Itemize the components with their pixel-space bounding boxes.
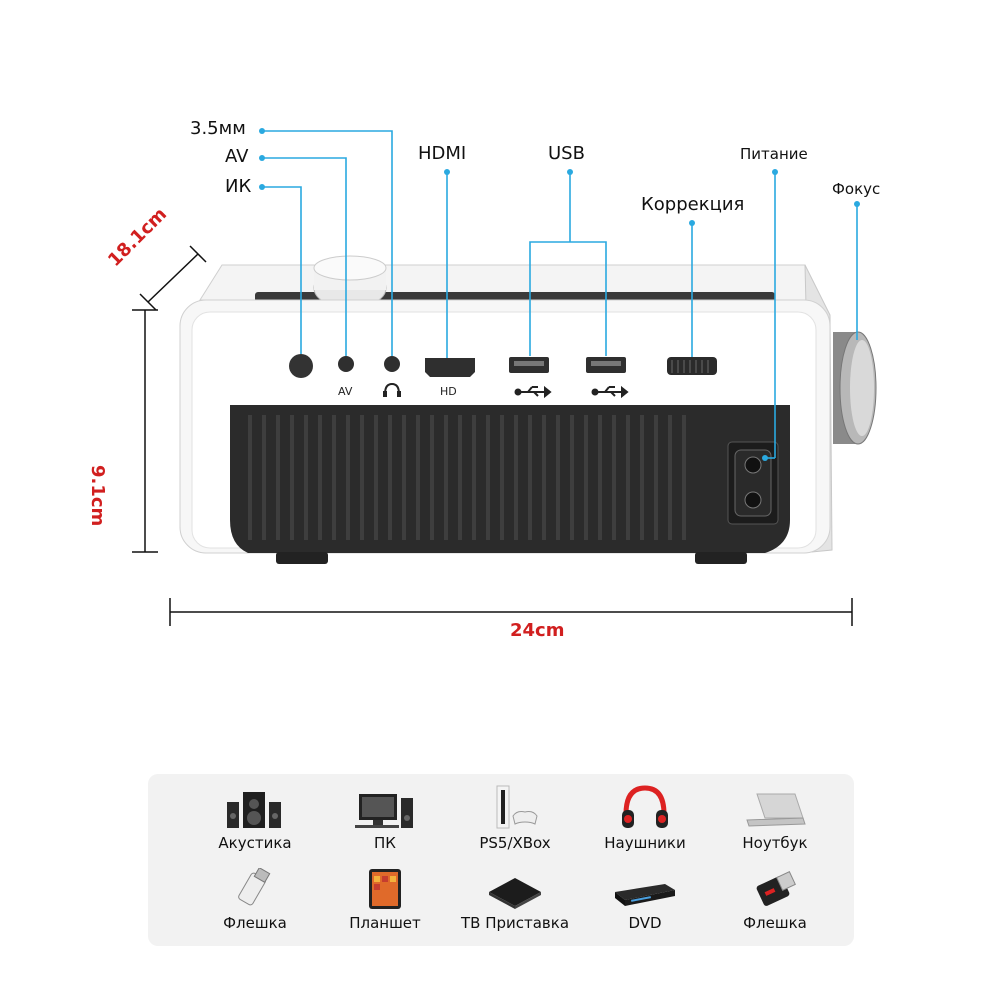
device-label: PS5/XBox — [479, 834, 551, 852]
device-laptop: Ноутбук — [710, 790, 840, 852]
device-label: ПК — [374, 834, 396, 852]
device-flash-drive: Флешка — [190, 868, 320, 932]
laptop-icon — [746, 793, 806, 827]
device-label: Наушники — [604, 834, 686, 852]
height-dimension: 9.1cm — [87, 465, 108, 527]
power-socket-label: Питание — [740, 145, 808, 163]
device-console: PS5/XBox — [450, 784, 580, 852]
pc-monitor-icon — [355, 794, 413, 828]
device-mini-flash: Флешка — [710, 870, 840, 932]
device-label: DVD — [628, 914, 662, 932]
device-headphones: Наушники — [580, 784, 710, 852]
tv-box-icon — [489, 878, 541, 909]
game-console-icon — [496, 785, 538, 829]
usb-port-label: USB — [548, 143, 585, 164]
hdmi-port-mark: HD — [440, 385, 457, 398]
width-dimension: 24cm — [510, 620, 565, 641]
av-port-mark: AV — [338, 385, 353, 398]
projector-rear-view — [132, 128, 877, 626]
device-speakers: Акустика — [190, 790, 320, 852]
dvd-player-icon — [615, 884, 675, 906]
compatible-devices-panel: Акустика ПК PS5/XBox Наушники — [148, 774, 854, 946]
tablet-icon — [369, 869, 401, 909]
hdmi-port-label: HDMI — [418, 143, 467, 164]
device-label: Ноутбук — [742, 834, 808, 852]
ir-sensor-label: ИК — [225, 176, 252, 197]
usb-flash-icon — [238, 868, 271, 906]
device-label: Планшет — [349, 914, 421, 932]
device-tablet: Планшет — [320, 868, 450, 932]
keystone-label: Коррекция — [641, 194, 745, 215]
speakers-icon — [227, 792, 281, 828]
device-label: Флешка — [743, 914, 807, 932]
device-pc: ПК — [320, 790, 450, 852]
device-label: ТВ Приставка — [460, 914, 570, 932]
usb-flash-mini-icon — [756, 871, 796, 906]
device-label: Акустика — [218, 834, 292, 852]
focus-ring-label: Фокус — [832, 180, 881, 198]
audio-jack-label: 3.5мм — [190, 118, 246, 139]
headphones-icon — [622, 785, 668, 828]
av-port-label: AV — [225, 146, 249, 167]
device-dvd: DVD — [580, 878, 710, 932]
device-label: Флешка — [223, 914, 287, 932]
device-tv-box: ТВ Приставка — [450, 874, 580, 932]
